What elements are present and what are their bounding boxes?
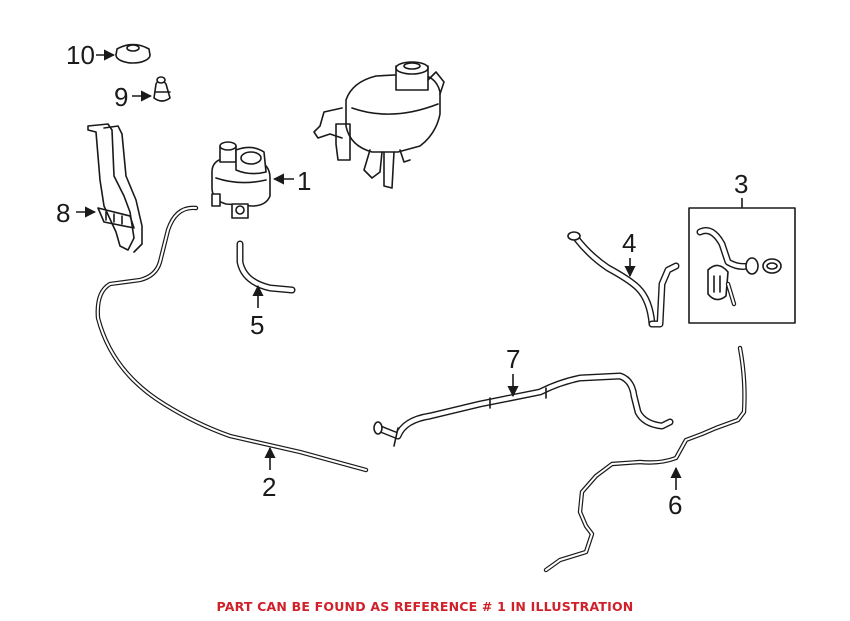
callout-4: 4 — [622, 228, 636, 278]
part-3-hose-kit — [688, 207, 796, 324]
part-5-hose — [236, 240, 296, 294]
coolant-reservoir — [313, 61, 445, 189]
part-2-hose — [95, 205, 369, 473]
part-6-hose — [543, 345, 747, 573]
callout-5-label: 5 — [250, 310, 264, 340]
part-1-water-pump — [211, 141, 271, 219]
part-4-hose — [567, 231, 680, 328]
callout-9: 9 — [114, 82, 153, 112]
callout-5: 5 — [250, 284, 264, 340]
callout-8-label: 8 — [56, 198, 70, 228]
callout-7-label: 7 — [506, 344, 520, 374]
callout-9-label: 9 — [114, 82, 128, 112]
callout-1: 1 — [272, 166, 311, 196]
callout-3-label: 3 — [734, 169, 748, 199]
callout-2-label: 2 — [262, 472, 276, 502]
part-9-plug — [153, 76, 171, 102]
callout-1-label: 1 — [297, 166, 311, 196]
callout-3: 3 — [734, 169, 748, 208]
callout-10-label: 10 — [66, 40, 95, 70]
reference-note: PART CAN BE FOUND AS REFERENCE # 1 IN IL… — [216, 599, 634, 614]
callout-10: 10 — [66, 40, 116, 70]
part-7-pipe — [373, 372, 674, 447]
callout-4-label: 4 — [622, 228, 636, 258]
callout-7: 7 — [506, 344, 520, 398]
callout-2: 2 — [262, 446, 276, 502]
part-8-bracket — [87, 123, 143, 253]
callout-6: 6 — [668, 466, 682, 520]
callout-6-label: 6 — [668, 490, 682, 520]
part-10-cap — [115, 43, 151, 64]
callout-8: 8 — [56, 198, 97, 228]
